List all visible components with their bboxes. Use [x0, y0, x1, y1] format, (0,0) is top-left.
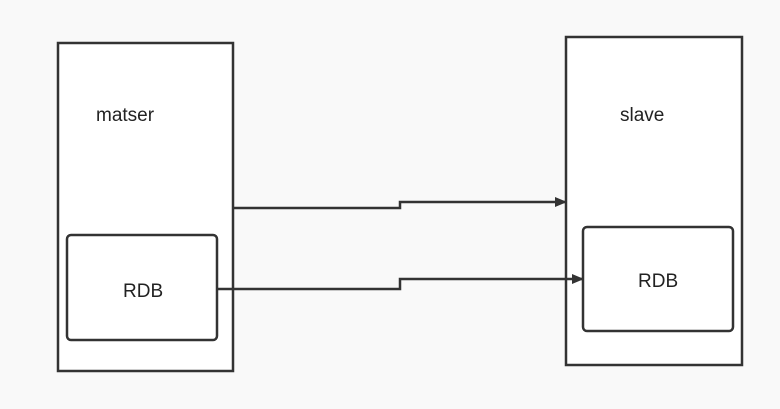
slave-node: slave RDB: [564, 35, 744, 367]
master-node: matser RDB: [56, 41, 235, 373]
master-rdb-box: [65, 233, 219, 342]
master-to-slave-arrow: [233, 197, 567, 210]
master-rdb-label: RDB: [123, 281, 163, 302]
master-label: matser: [96, 105, 155, 126]
slave-rdb-label: RDB: [638, 271, 678, 292]
slave-label: slave: [620, 105, 664, 126]
rdb-to-rdb-arrow: [217, 274, 584, 291]
